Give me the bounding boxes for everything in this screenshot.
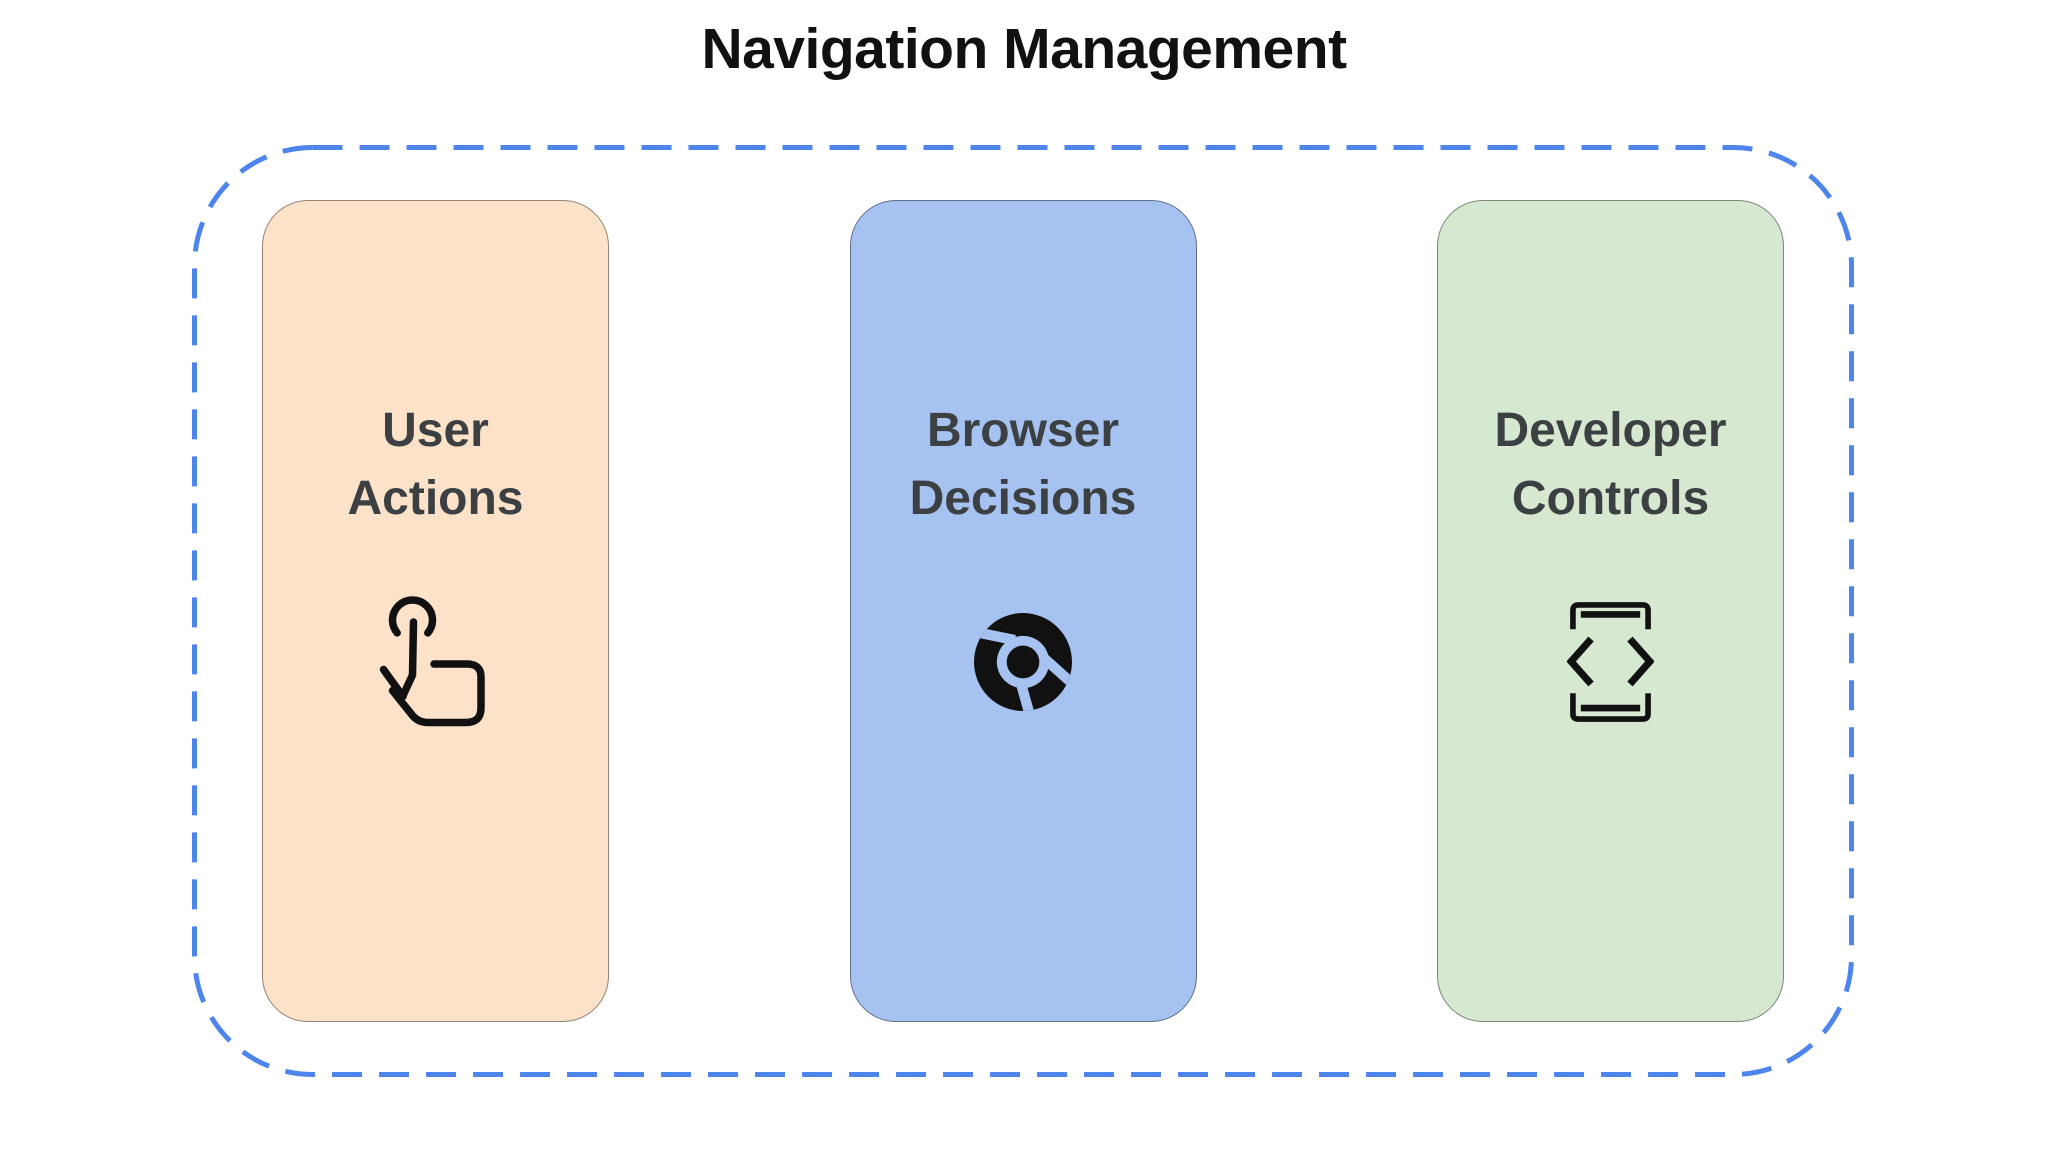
- card-label: Browser Decisions: [909, 404, 1137, 525]
- card-user-actions: User Actions: [262, 200, 609, 1022]
- navigation-management-boundary: User Actions: [192, 145, 1854, 1077]
- diagram-title: Navigation Management: [701, 17, 1347, 81]
- chrome-icon: [974, 612, 1072, 711]
- card-label: User Actions: [347, 404, 524, 525]
- card-icon-box: [1567, 589, 1654, 734]
- developer-mode-icon: [1567, 601, 1654, 722]
- card-browser-decisions: Browser Decisions: [849, 200, 1197, 1022]
- dashed-border: [192, 145, 1854, 1077]
- cards-row: User Actions: [262, 200, 1784, 1022]
- card-icon-box: [967, 589, 1079, 734]
- card-developer-controls: Developer Controls: [1437, 200, 1784, 1022]
- card-label: Developer Controls: [1494, 404, 1727, 525]
- card-icon-box: [371, 589, 501, 734]
- tap-gesture-icon: [379, 596, 485, 727]
